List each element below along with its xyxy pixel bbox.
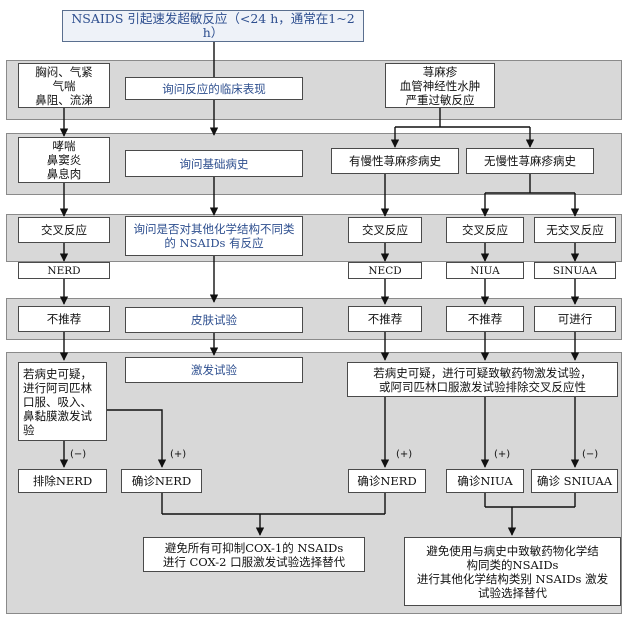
negative-sign-1: (−) xyxy=(70,449,87,460)
nerd-box: NERD xyxy=(18,262,110,279)
skin-test-box: 皮肤试验 xyxy=(125,307,303,333)
niua-box: NIUA xyxy=(446,262,524,279)
no-cross-reaction-box: 无交叉反应 xyxy=(534,217,616,243)
title-box: NSAIDS 引起速发超敏反应（<24 h，通常在1~2 h） xyxy=(62,10,364,42)
provocation-test-box: 激发试验 xyxy=(125,357,303,383)
cross-reaction-box-2: 交叉反应 xyxy=(348,217,422,243)
with-chronic-urticaria-box: 有慢性荨麻疹病史 xyxy=(331,148,459,174)
confirm-nerd-box-2: 确诊NERD xyxy=(348,469,426,493)
skin-symptoms-box: 荨麻疹 血管神经性水肿 严重过敏反应 xyxy=(385,63,495,108)
positive-sign-2: (+) xyxy=(396,449,413,460)
negative-sign-2: (−) xyxy=(582,449,599,460)
cross-reaction-box-3: 交叉反应 xyxy=(446,217,524,243)
necd-box: NECD xyxy=(348,262,422,279)
feasible-box: 可进行 xyxy=(534,306,616,332)
other-nsaids-question-box: 询问是否对其他化学结构不同类的 NSAIDs 有反应 xyxy=(125,216,303,256)
respiratory-symptoms-box: 胸闷、气紧 气喘 鼻阻、流涕 xyxy=(18,63,110,108)
not-recommended-box-2: 不推荐 xyxy=(348,306,422,332)
avoid-same-class-nsaids-box: 避免使用与病史中致敏药物化学结 构同类的NSAIDs 进行其他化学结构类别 NS… xyxy=(404,537,621,606)
confirm-niua-box: 确诊NIUA xyxy=(446,469,524,493)
exclude-nerd-box: 排除NERD xyxy=(18,469,107,493)
avoid-cox1-nsaids-box: 避免所有可抑制COX-1的 NSAIDs 进行 COX-2 口服激发试验选择替代 xyxy=(143,537,365,572)
sniuaa-box: SINUAA xyxy=(534,262,616,279)
not-recommended-box-1: 不推荐 xyxy=(18,306,110,332)
not-recommended-box-3: 不推荐 xyxy=(446,306,524,332)
confirm-sniuaa-box: 确诊 SNIUAA xyxy=(531,469,618,493)
positive-sign-3: (+) xyxy=(494,449,511,460)
without-chronic-urticaria-box: 无慢性荨麻疹病史 xyxy=(466,148,594,174)
suspected-drug-challenge-box: 若病史可疑，进行可疑致敏药物激发试验， 或阿司匹林口服激发试验排除交叉反应性 xyxy=(347,362,618,397)
clinical-presentation-box: 询问反应的临床表现 xyxy=(125,77,303,100)
confirm-nerd-box-1: 确诊NERD xyxy=(121,469,202,493)
positive-sign-1: (+) xyxy=(170,449,187,460)
cross-reaction-box-1: 交叉反应 xyxy=(18,217,110,243)
medical-history-box: 询问基础病史 xyxy=(125,150,303,177)
respiratory-history-box: 哮喘 鼻窦炎 鼻息肉 xyxy=(18,137,110,183)
aspirin-challenge-test-box: 若病史可疑， 进行阿司匹林 口服、吸入、 鼻黏膜激发试 验 xyxy=(18,362,107,441)
